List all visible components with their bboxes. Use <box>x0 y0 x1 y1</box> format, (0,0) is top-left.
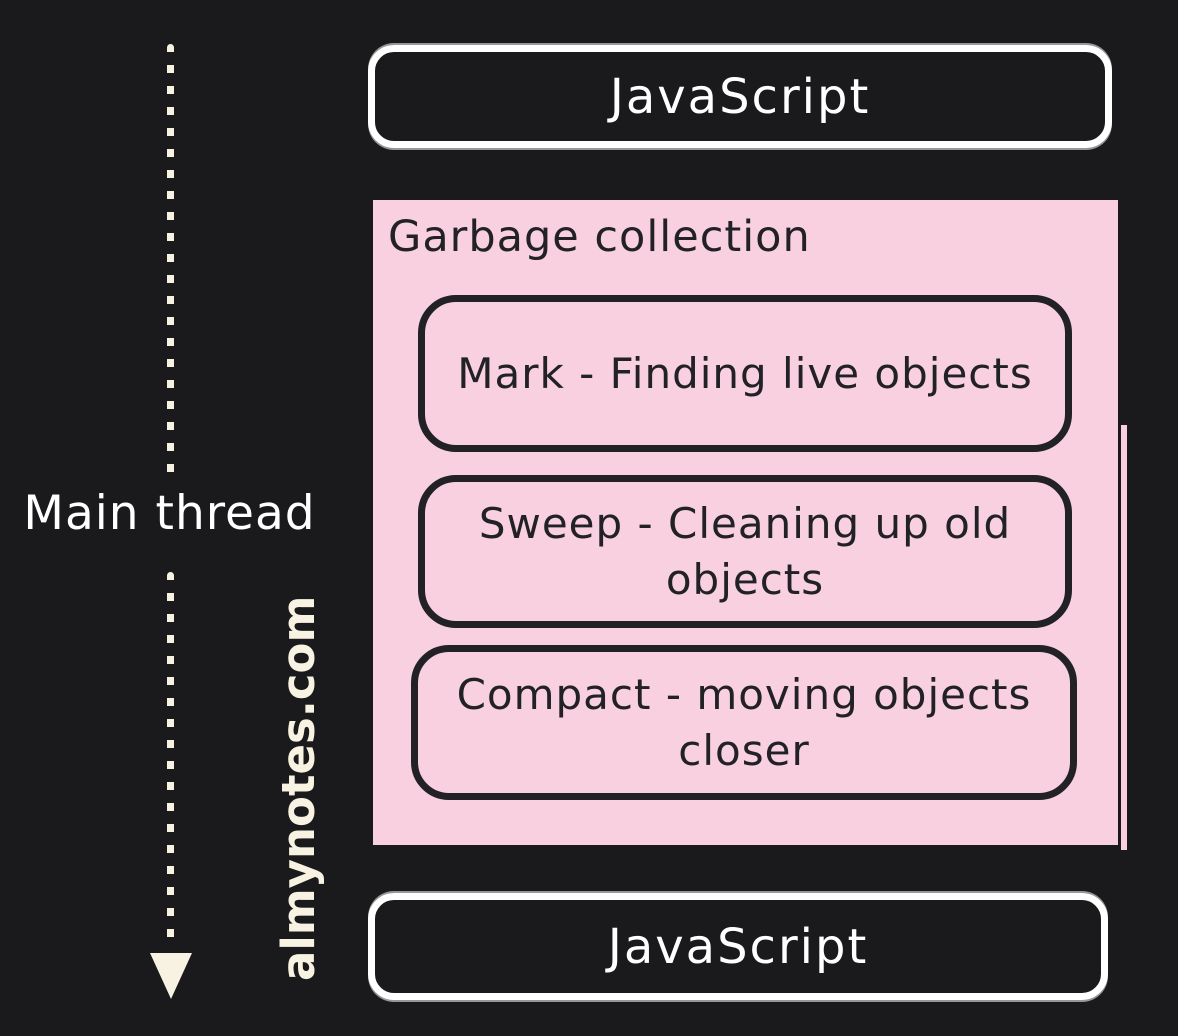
panel-edge-sliver <box>1121 425 1127 850</box>
main-thread-label: Main thread <box>23 486 316 541</box>
javascript-box-top: JavaScript <box>368 45 1112 148</box>
javascript-box-bottom-label: JavaScript <box>607 918 869 975</box>
javascript-box-top-label: JavaScript <box>609 68 871 125</box>
main-thread-dotted-line-lower <box>167 572 174 950</box>
gc-step-sweep-label: Sweep - Cleaning up old objects <box>478 499 1012 604</box>
arrow-down-icon <box>150 953 192 999</box>
gc-step-compact: Compact - moving objects closer <box>411 645 1077 800</box>
garbage-collection-panel: Garbage collection Mark - Finding live o… <box>373 200 1118 845</box>
javascript-box-bottom: JavaScript <box>368 893 1108 1000</box>
main-thread-dotted-line-upper <box>167 44 174 484</box>
gc-step-mark-label: Mark - Finding live objects <box>457 348 1033 398</box>
garbage-collection-title: Garbage collection <box>388 212 811 262</box>
gc-step-mark: Mark - Finding live objects <box>418 295 1072 452</box>
gc-step-sweep: Sweep - Cleaning up old objects <box>418 475 1072 628</box>
watermark-text: almynotes.com <box>272 595 325 981</box>
gc-step-compact-label: Compact - moving objects closer <box>456 670 1032 775</box>
